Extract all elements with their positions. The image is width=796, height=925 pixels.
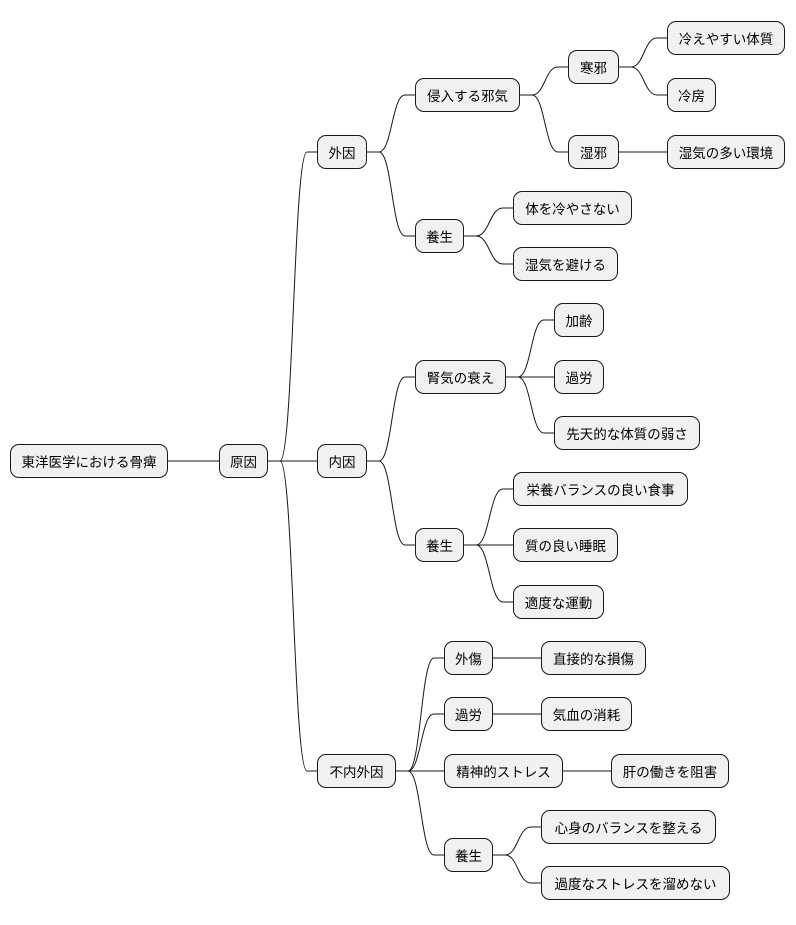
leaf-weak-constitution: 先天的な体質の弱さ xyxy=(554,416,700,450)
leaf-humid-environment: 湿気の多い環境 xyxy=(667,135,785,169)
node-root: 東洋医学における骨痺 xyxy=(10,444,168,478)
connector-nei-care-to-nei-care-1 xyxy=(493,826,541,856)
leaf-no-excess-stress: 過度なストレスを溜めない xyxy=(541,866,730,900)
leaf-aging: 加齢 xyxy=(554,303,604,337)
connector-ext-care-to-ext-care-2 xyxy=(464,235,513,265)
node-internal-care: 養生 xyxy=(415,528,464,562)
leaf-mind-body-balance: 心身のバランスを整える xyxy=(541,810,716,844)
node-external-care: 養生 xyxy=(415,219,464,253)
connector-cause-to-nei xyxy=(268,460,317,772)
connector-int-care-to-int-care-3 xyxy=(464,544,513,603)
leaf-overwork: 過労 xyxy=(554,360,604,394)
connector-ext-care-to-ext-care-1 xyxy=(464,207,513,237)
connector-cold-to-cold-2 xyxy=(619,66,667,96)
connector-nei-to-ow xyxy=(396,713,444,772)
leaf-qi-blood-depletion: 気血の消耗 xyxy=(541,697,632,731)
connector-ext-inv-to-cold xyxy=(520,66,568,96)
node-damp-pathogen: 湿邪 xyxy=(568,135,619,169)
node-injury: 外傷 xyxy=(444,641,493,675)
connector-int-to-kid xyxy=(367,376,415,462)
leaf-air-conditioning: 冷房 xyxy=(667,78,716,112)
leaf-cold-constitution: 冷えやすい体質 xyxy=(667,21,785,55)
connector-kid-to-kid-3 xyxy=(506,376,554,434)
connector-int-care-to-int-care-1 xyxy=(464,488,513,546)
leaf-good-sleep: 質の良い睡眠 xyxy=(513,528,618,562)
connector-ext-to-ext-inv xyxy=(367,94,415,153)
node-external-cause: 外因 xyxy=(317,135,367,169)
leaf-avoid-humidity: 湿気を避ける xyxy=(513,247,618,281)
node-kidney-qi-decline: 腎気の衰え xyxy=(415,360,506,394)
connector-nei-to-nei-care xyxy=(396,770,444,856)
leaf-liver-function: 肝の働きを阻害 xyxy=(611,754,729,788)
node-cause: 原因 xyxy=(219,444,268,478)
node-neither-care: 養生 xyxy=(444,838,493,872)
node-cold-pathogen: 寒邪 xyxy=(568,50,619,84)
leaf-direct-damage: 直接的な損傷 xyxy=(541,641,646,675)
connector-int-to-int-care xyxy=(367,460,415,546)
connector-cold-to-cold-1 xyxy=(619,37,667,68)
connector-nei-care-to-nei-care-2 xyxy=(493,854,541,884)
connector-cause-to-ext xyxy=(268,151,317,462)
leaf-keep-warm: 体を冷やさない xyxy=(513,191,632,225)
node-internal-cause: 内因 xyxy=(317,444,367,478)
node-overwork: 過労 xyxy=(444,697,493,731)
leaf-balanced-diet: 栄養バランスの良い食事 xyxy=(513,472,688,506)
node-invading-pathogen: 侵入する邪気 xyxy=(415,78,520,112)
node-neither-cause: 不内外因 xyxy=(317,754,396,788)
node-mental-stress: 精神的ストレス xyxy=(444,754,563,788)
connector-nei-to-inj xyxy=(396,657,444,772)
connector-ext-inv-to-damp xyxy=(520,94,568,153)
connector-ext-to-ext-care xyxy=(367,151,415,237)
connector-kid-to-kid-1 xyxy=(506,319,554,378)
leaf-moderate-exercise: 適度な運動 xyxy=(513,585,604,619)
